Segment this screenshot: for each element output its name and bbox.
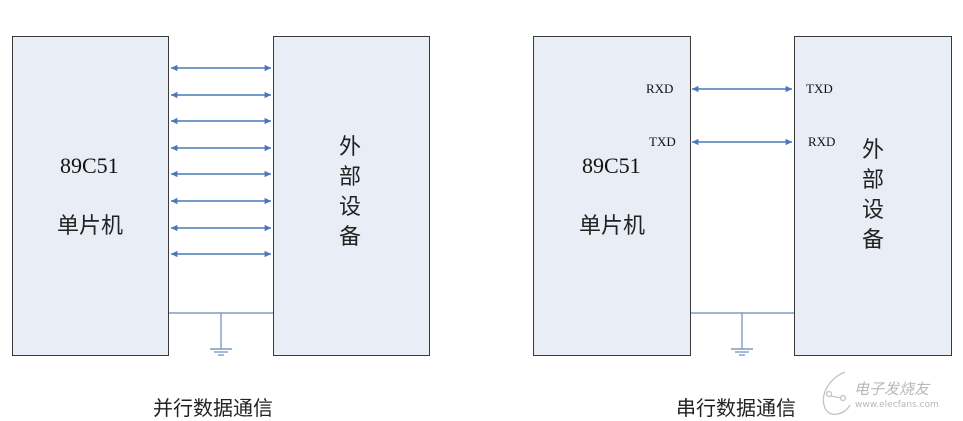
serial-mcu-pin-rxd: RXD — [646, 81, 674, 96]
serial-mcu-box — [533, 36, 691, 356]
parallel-caption: 并行数据通信 — [153, 396, 273, 420]
watermark-title: 电子发烧友 — [854, 380, 930, 398]
serial-device-pin-rxd: RXD — [808, 134, 836, 149]
serial-ground-icon — [691, 312, 794, 356]
parallel-ground-icon — [169, 312, 273, 356]
serial-mcu-label: 单片机 — [579, 214, 646, 239]
serial-mcu-pin-txd: TXD — [649, 134, 676, 149]
parallel-device-box — [273, 36, 430, 356]
watermark-logo-icon — [822, 371, 851, 415]
parallel-mcu-label: 单片机 — [57, 214, 124, 239]
serial-device-label: 外 部 设 备 — [861, 138, 884, 253]
serial-device-pin-txd: TXD — [806, 81, 833, 96]
serial-data-arrows — [692, 85, 792, 146]
serial-device-box — [794, 36, 952, 356]
serial-mcu-model: 89C51 — [582, 153, 641, 178]
parallel-data-arrows — [170, 64, 271, 258]
parallel-mcu-box — [12, 36, 169, 356]
serial-caption: 串行数据通信 — [676, 396, 796, 420]
watermark-url: www.elecfans.com — [855, 400, 939, 410]
parallel-mcu-model: 89C51 — [60, 153, 119, 178]
parallel-device-label: 外 部 设 备 — [338, 135, 361, 250]
